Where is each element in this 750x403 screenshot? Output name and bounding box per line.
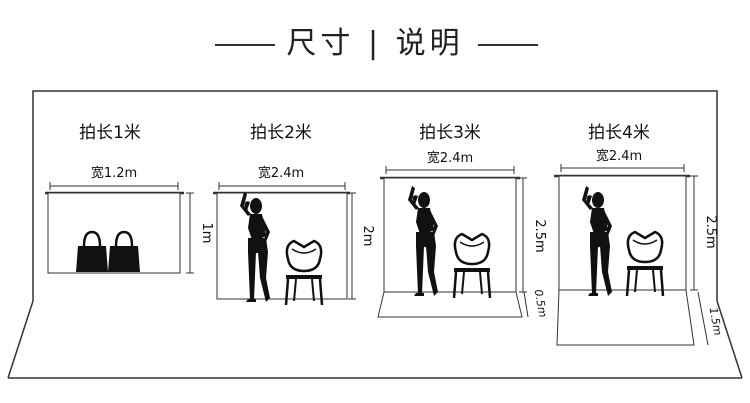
panel-title: 拍长1米 [79,123,141,143]
panel-3m: 拍长3米 宽2.4m 2.5m 0.5m [377,123,550,318]
room-outline [7,90,743,379]
height-label: 1m [199,223,214,244]
backdrop [558,175,687,291]
title-left-rule [215,44,275,46]
panel-title: 拍长3米 [419,123,481,143]
height-label: 2.5m [703,215,718,248]
height-label: 2.5m [532,219,547,252]
width-label: 宽1.2m [91,165,137,181]
floor-label: 0.5m [532,288,550,318]
floor-sweep [377,291,523,318]
width-label: 宽2.4m [596,148,642,164]
width-label: 宽2.4m [427,150,473,166]
floor-sweep [556,289,695,346]
floor-label: 1.5m [707,306,725,336]
panel-1m: 拍长1米 宽1.2m 1m [45,123,214,274]
panel-2m: 拍长2米 宽2.4m 2m [213,123,375,307]
floor-dimension-line [523,291,529,318]
title-right-rule [478,44,538,46]
backdrop [383,177,517,293]
height-label: 2m [360,226,375,247]
floor-dimension-line [697,291,709,346]
panel-title: 拍长4米 [588,123,650,143]
width-label: 宽2.4m [258,165,304,181]
panel-4m: 拍长4米 宽2.4m 2.5m 1.5m [554,123,725,346]
backdrop [216,192,348,300]
page-title: 尺寸 | 说明 [286,26,464,61]
panel-title: 拍长2米 [250,123,312,143]
